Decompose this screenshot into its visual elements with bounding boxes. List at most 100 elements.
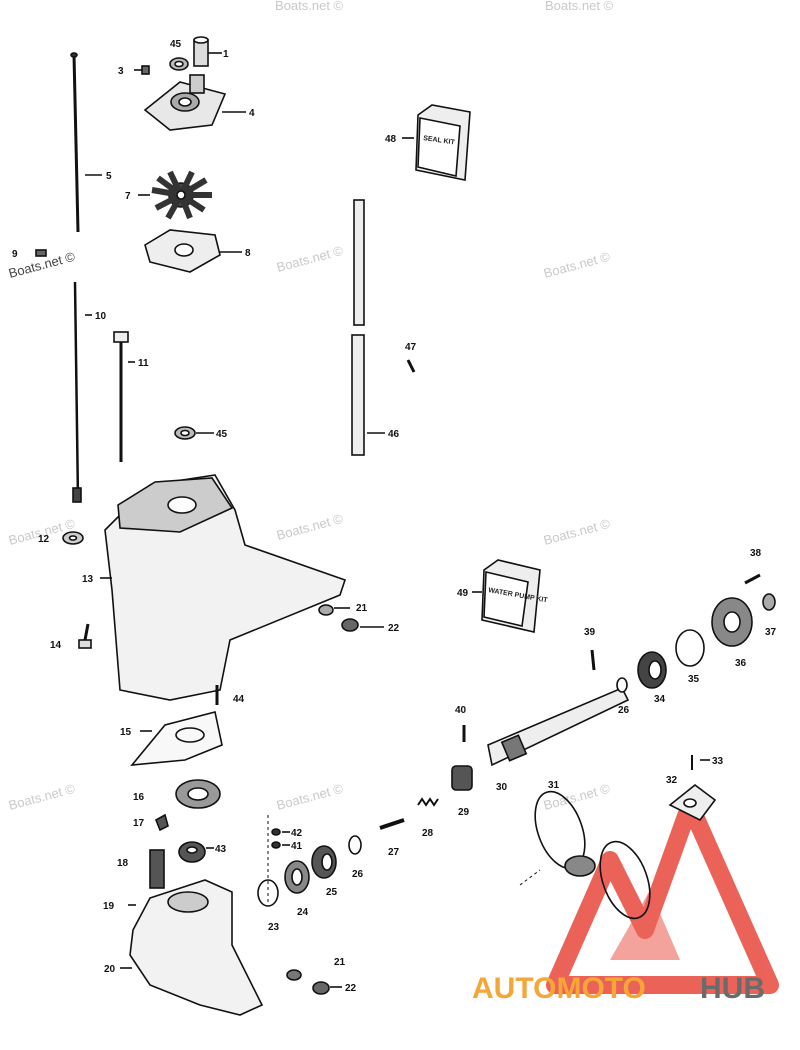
part-number: 20 (104, 964, 116, 975)
part-number: 36 (735, 658, 747, 669)
part-number: 42 (291, 828, 303, 839)
part-number: 18 (117, 858, 129, 869)
part-number: 28 (422, 828, 434, 839)
part-1-tube: 1 (193, 36, 229, 67)
part-4-pump-housing: 4 (143, 74, 255, 131)
part-number: 34 (654, 694, 666, 705)
part-number: 26 (618, 705, 630, 716)
part-37-nut: 37 (762, 593, 777, 638)
part-45-seal: 45 (174, 426, 228, 440)
part-number: 49 (457, 588, 469, 599)
part-21-washer-lower: 21 (286, 957, 346, 981)
part-12-grommet: 12 (38, 531, 84, 545)
part-number: 16 (133, 792, 145, 803)
part-24-bearing: 24 (284, 860, 310, 918)
automotohub-logo-mark (546, 796, 779, 994)
part-number: 15 (120, 727, 132, 738)
watermark-text: Boats.net © (542, 516, 612, 548)
part-number: 45 (170, 39, 182, 50)
part-number: 38 (750, 548, 762, 559)
part-19-pin: 19 (103, 901, 136, 912)
part-42-washer: 42 (271, 828, 303, 839)
part-31-propeller: 31 (534, 780, 651, 920)
part-40-pin: 40 (455, 705, 467, 742)
part-number: 44 (233, 694, 245, 705)
part-number: 45 (216, 429, 228, 440)
watermark-text: Boats.net © (545, 0, 614, 13)
part-number: 48 (385, 134, 397, 145)
part-36-bearing-carrier: 36 (711, 597, 753, 669)
watermark-text: Boats.net © (275, 511, 345, 543)
part-41-washer: 41 (271, 841, 303, 852)
part-number: 32 (666, 775, 678, 786)
part-15-gasket: 15 (120, 711, 223, 766)
part-39-pin: 39 (584, 627, 596, 671)
part-23-shim: 23 (257, 879, 280, 933)
part-33-pin: 33 (691, 755, 724, 770)
part-22-plug: 22 (341, 618, 400, 634)
part-number: 9 (12, 249, 18, 260)
part-number: 23 (268, 922, 280, 933)
part-number: 31 (548, 780, 560, 791)
part-46-driveshaft: 46 (351, 199, 400, 456)
part-number: 5 (106, 171, 112, 182)
part-number: 19 (103, 901, 115, 912)
part-11-bolt: 11 (113, 331, 149, 462)
part-number: 11 (138, 358, 149, 369)
part-number: 22 (388, 623, 400, 634)
logo-text-automoto: AUTOMOTO (472, 972, 646, 1005)
watermark-text: Boats.net © (542, 249, 612, 281)
part-10-rod: 10 (72, 281, 107, 503)
part-number: 3 (118, 66, 124, 77)
part-34-gear: 34 (637, 651, 667, 705)
part-number: 27 (388, 847, 400, 858)
part-number: 1 (223, 49, 229, 60)
watermark-text: Boats.net © (275, 243, 345, 275)
part-14-bolt: 14 (50, 623, 92, 651)
watermark-text: Boats.net © (275, 0, 344, 13)
part-number: 46 (388, 429, 400, 440)
part-number: 8 (245, 248, 251, 259)
part-number: 7 (125, 191, 131, 202)
part-16-bearing: 16 (133, 779, 221, 809)
part-number: 35 (688, 674, 700, 685)
part-number: 40 (455, 705, 467, 716)
part-3-screw: 3 (118, 65, 150, 77)
part-number: 24 (297, 907, 309, 918)
seal-kit-box: SEAL KIT 48 (385, 104, 471, 181)
part-number: 37 (765, 627, 777, 638)
part-17-clip: 17 (133, 813, 169, 832)
part-38-screw: 38 (744, 548, 762, 585)
part-number: 4 (249, 108, 255, 119)
watermark-text: Boats.net © (7, 781, 77, 813)
part-18-clip: 18 (117, 849, 165, 889)
part-30-propshaft: 30 (487, 686, 630, 793)
part-number: 13 (82, 574, 94, 585)
part-7-impeller: 7 (125, 170, 212, 220)
part-number: 47 (405, 342, 417, 353)
part-number: 43 (215, 844, 227, 855)
part-28-spring: 28 (417, 797, 439, 839)
part-26-shim-right: 26 (616, 677, 630, 716)
part-number: 17 (133, 818, 145, 829)
automotohub-logo: AUTOMOTO HUB (472, 972, 765, 1005)
part-35-oring: 35 (675, 629, 705, 685)
part-number: 29 (458, 807, 470, 818)
seal-kit-label: SEAL KIT (423, 135, 456, 146)
part-29-clutch: 29 (451, 765, 473, 818)
part-5-shift-rod: 5 (70, 52, 112, 233)
part-26-shim: 26 (348, 835, 364, 880)
part-22-plug-lower: 22 (312, 981, 357, 995)
part-number: 30 (496, 782, 508, 793)
part-45-seal-top: 45 (169, 39, 189, 71)
part-43-pinion-gear: 43 (178, 841, 227, 863)
assembly-guides (267, 815, 541, 905)
part-number: 25 (326, 887, 338, 898)
part-number: 33 (712, 756, 724, 767)
part-number: 12 (38, 534, 50, 545)
logo-text-hub: HUB (700, 972, 765, 1005)
part-number: 14 (50, 640, 62, 651)
part-27-pin: 27 (379, 818, 405, 858)
part-44-stud: 44 (215, 685, 245, 705)
